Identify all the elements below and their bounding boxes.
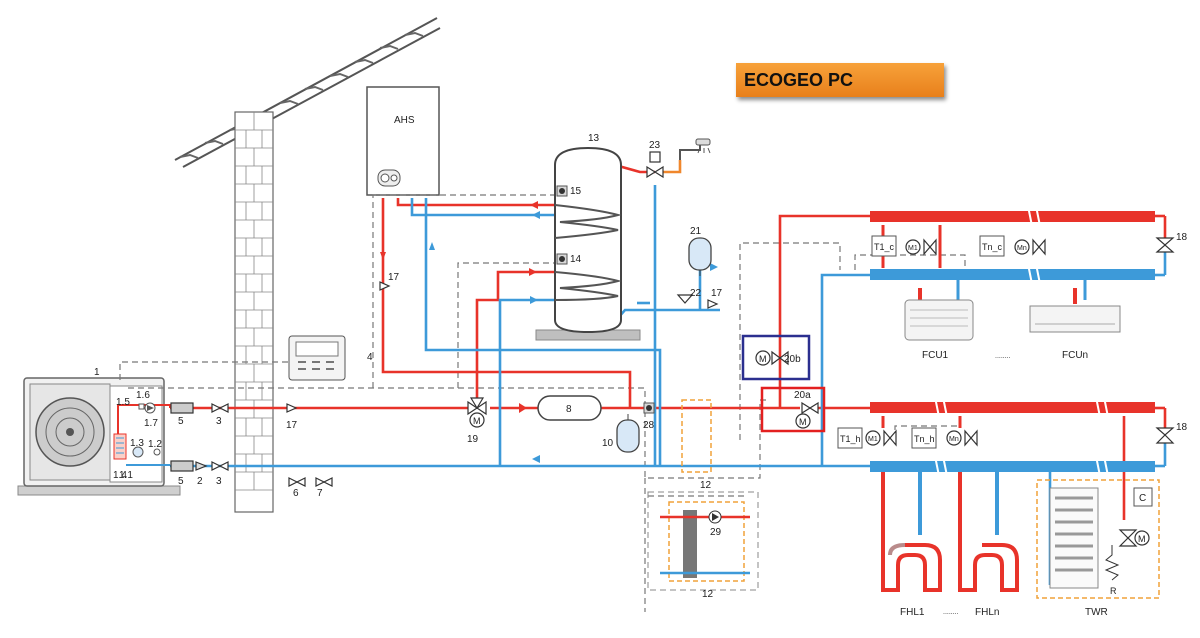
label-mna: Mn [1017, 245, 1027, 252]
label-15: 15 [570, 186, 582, 197]
label-m20a: M [799, 417, 807, 427]
label-fhl1: FHL1 [900, 607, 925, 618]
temperature-sensors [556, 185, 655, 414]
label-fcu1: FCU1 [922, 350, 949, 361]
floor-heating-loops [881, 472, 1019, 592]
manifold-cooling-supply [870, 211, 1155, 222]
room-controller [288, 335, 346, 381]
label-14: 14 [570, 254, 582, 265]
label-fcun: FCUn [1062, 350, 1088, 361]
shower-icon [679, 138, 711, 160]
label-13: 13 [588, 133, 600, 144]
label-1-6: 1.6 [136, 390, 150, 401]
label-1-5: 1.5 [116, 397, 130, 408]
label-m20b: M [759, 354, 767, 364]
label-8: 8 [566, 404, 572, 415]
expansion-vessels [616, 237, 712, 453]
manifold-heating-supply [870, 402, 1155, 413]
label-1-1: 1.1 [119, 470, 133, 481]
zone-12-detail [647, 491, 759, 591]
label-17a: 17 [286, 420, 298, 431]
label-mtwr: M [1138, 534, 1146, 544]
label-19: 19 [467, 434, 479, 445]
label-20b: 20b [784, 354, 801, 365]
label-1: 1 [94, 367, 100, 378]
label-23: 23 [649, 140, 661, 151]
label-1-3: 1.3 [130, 438, 144, 449]
label-m1a: M1 [908, 245, 918, 252]
label-2: 2 [197, 476, 203, 487]
air-vent-icon [138, 403, 145, 410]
label-mnb: Mn [949, 436, 959, 443]
flow-arrows [380, 201, 718, 463]
label-29: 29 [710, 527, 722, 538]
label-dots2: ........ [943, 609, 959, 616]
manifolds [870, 205, 1155, 477]
unit-internals [113, 402, 171, 466]
label-28: 28 [643, 420, 655, 431]
label-ahs: AHS [394, 115, 415, 126]
valve-20a-highlight [760, 386, 826, 433]
label-1-7: 1.7 [144, 418, 158, 429]
label-18b: 18 [1176, 422, 1188, 433]
label-3a: 3 [216, 416, 222, 427]
dhw-tank [535, 146, 641, 341]
buffer-tank [537, 395, 602, 421]
towel-radiator-zone [1036, 479, 1160, 599]
label-tnh: Tn_h [914, 434, 935, 444]
label-17c: 17 [711, 288, 723, 299]
label-12b: 12 [702, 589, 714, 600]
label-tnc: Tn_c [982, 242, 1003, 252]
outdoor-unit [17, 377, 181, 496]
label-dots1: ........ [995, 353, 1011, 360]
label-4: 4 [367, 352, 373, 363]
label-twr: TWR [1085, 607, 1108, 618]
zone-sensor-boxes [837, 235, 1005, 449]
label-3b: 3 [216, 476, 222, 487]
fan-coil-units [904, 299, 1121, 341]
auxiliary-heat-source [366, 86, 440, 196]
label-r: R [1110, 586, 1117, 596]
label-m1b: M1 [868, 436, 878, 443]
expansion-vessel-icon [132, 446, 144, 458]
label-20a: 20a [794, 390, 811, 401]
label-17b: 17 [388, 272, 400, 283]
label-18a: 18 [1176, 232, 1188, 243]
label-6: 6 [293, 488, 299, 499]
label-5a: 5 [178, 416, 184, 427]
manifold-cooling-return [870, 269, 1155, 280]
component-labels: 1 1.1 1.2 1.3 1.4 1.5 1.6 1.7 2 3 3 4 5 … [94, 115, 1188, 618]
valves [170, 151, 1175, 547]
label-c: C [1139, 493, 1146, 504]
label-10: 10 [602, 438, 614, 449]
label-5b: 5 [178, 476, 184, 487]
label-1-4: 1.4 [113, 470, 127, 481]
manifold-heating-return [870, 461, 1155, 472]
manometer-icon [153, 448, 161, 456]
label-22: 22 [690, 288, 702, 299]
label-fhln: FHLn [975, 607, 999, 618]
title-badge: ECOGEO PC [736, 63, 944, 97]
brick-wall [234, 111, 274, 513]
label-21: 21 [690, 226, 702, 237]
label-7: 7 [317, 488, 323, 499]
zone-12-box [681, 399, 712, 473]
label-t1h: T1_h [840, 434, 861, 444]
label-m19: M [473, 416, 481, 426]
label-12a: 12 [700, 480, 712, 491]
label-1-2: 1.2 [148, 439, 162, 450]
valve-20b-highlight [741, 334, 811, 381]
label-t1c: T1_c [874, 242, 895, 252]
